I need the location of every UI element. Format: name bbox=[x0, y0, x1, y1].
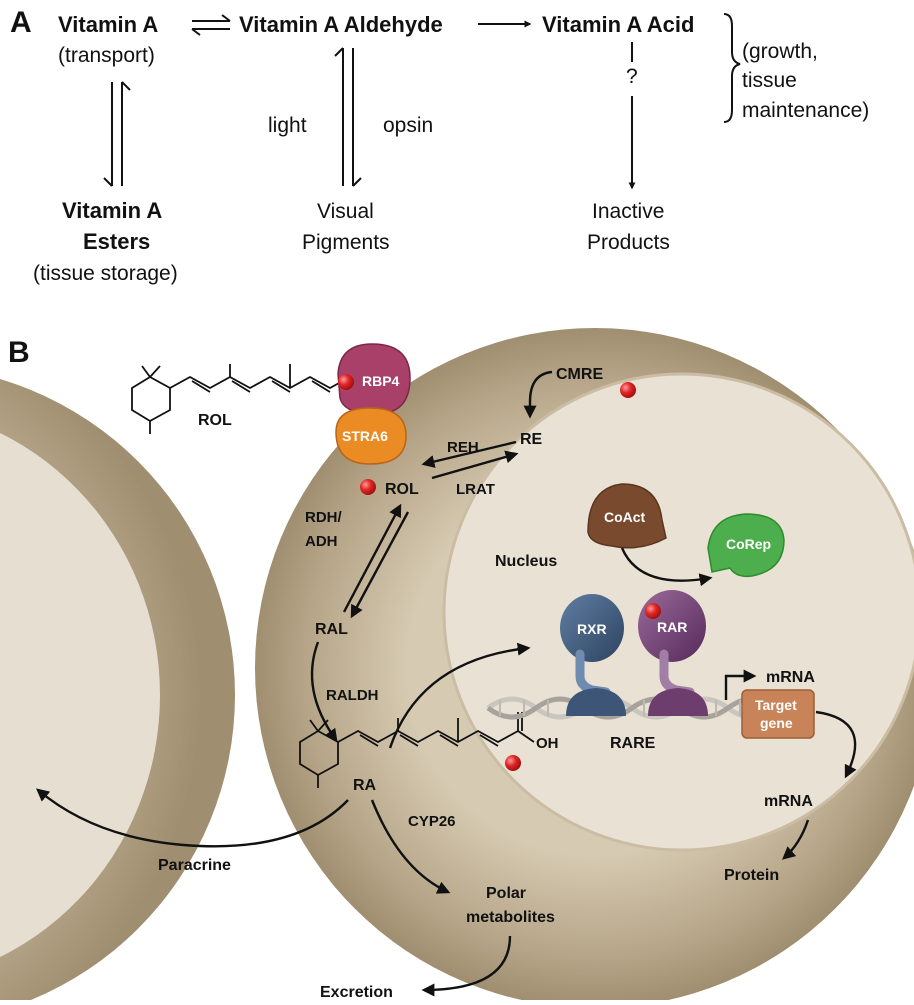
stra6-protein bbox=[335, 407, 407, 465]
target-gene-box bbox=[741, 689, 815, 739]
light-label: light bbox=[268, 114, 307, 137]
acid-note-growth: (growth, bbox=[742, 40, 818, 63]
excretion-label: Excretion bbox=[320, 984, 393, 1000]
cyp26-label: CYP26 bbox=[408, 813, 456, 830]
mrna-export-arrow bbox=[815, 710, 857, 779]
rxr-label: RXR bbox=[577, 621, 607, 637]
rol-cytosol-label: ROL bbox=[385, 481, 419, 498]
inactive-products-line2: Products bbox=[587, 231, 670, 254]
lrat-arrow bbox=[431, 450, 519, 480]
polar-metabolites-line1: Polar bbox=[486, 885, 526, 902]
esters-label-line1: Vitamin A bbox=[62, 198, 162, 223]
rxr-receptor bbox=[560, 594, 626, 716]
polar-metabolites-line2: metabolites bbox=[466, 909, 555, 926]
ral-label: RAL bbox=[315, 621, 348, 638]
retinyl-ester-label: RE bbox=[520, 431, 543, 448]
lrat-enzyme-label: LRAT bbox=[456, 481, 495, 498]
unknown-step-question: ? bbox=[626, 65, 638, 88]
paracrine-label: Paracrine bbox=[158, 857, 231, 874]
retinol-dot-cmre bbox=[620, 382, 636, 398]
retinol-dot-cytosol bbox=[360, 479, 376, 495]
acid-brace bbox=[723, 13, 741, 123]
neighbor-cell bbox=[0, 379, 235, 1005]
stra6-label: STRA6 bbox=[342, 428, 388, 444]
retinol-molecule-label: ROL bbox=[198, 412, 232, 429]
visual-pigments-line1: Visual bbox=[317, 200, 374, 223]
raldh-label: RALDH bbox=[326, 687, 379, 704]
cyp26-arrow bbox=[370, 799, 451, 894]
paracrine-arrow bbox=[36, 788, 349, 848]
rol-to-ral-arrow bbox=[350, 511, 410, 619]
ral-to-rol-arrow bbox=[342, 503, 402, 613]
visual-pigments-line2: Pigments bbox=[302, 231, 390, 254]
esters-tissue-storage-note: (tissue storage) bbox=[33, 262, 178, 285]
retinol-dot-ra bbox=[505, 755, 521, 771]
corepressor-protein bbox=[707, 513, 785, 578]
coact-replaces-corep-arrow bbox=[620, 547, 713, 587]
excretion-arrow bbox=[421, 935, 512, 997]
panel-a-letter: A bbox=[10, 6, 32, 39]
retinol-structure bbox=[131, 364, 351, 434]
nuclear-mrna-label: mRNA bbox=[766, 669, 815, 686]
vitamin-a-aldehyde-label: Vitamin A Aldehyde bbox=[239, 12, 443, 37]
transcription-start-arrow bbox=[724, 669, 757, 700]
cytoplasmic-mrna-label: mRNA bbox=[764, 793, 813, 810]
cmre-label: CMRE bbox=[556, 366, 603, 383]
reh-enzyme-label: REH bbox=[447, 439, 479, 456]
esters-label-line2: Esters bbox=[83, 229, 150, 254]
vitamin-a-label: Vitamin A bbox=[58, 12, 158, 37]
target-gene-line1: Target bbox=[755, 697, 797, 713]
rbp4-label: RBP4 bbox=[362, 373, 400, 389]
nucleus-label: Nucleus bbox=[495, 553, 557, 570]
rdh-label-line1: RDH/ bbox=[305, 509, 342, 526]
target-gene-line2: gene bbox=[760, 715, 793, 731]
protein-label: Protein bbox=[724, 867, 779, 884]
panel-b-letter: B bbox=[8, 336, 30, 369]
vitamin-a-transport-note: (transport) bbox=[58, 44, 155, 67]
inactive-products-line1: Inactive bbox=[592, 200, 664, 223]
vitamin-a-acid-label: Vitamin A Acid bbox=[542, 12, 694, 37]
ra-label: RA bbox=[353, 777, 377, 794]
ra-to-nucleus-arrow bbox=[388, 642, 531, 749]
ra-oh-group: OH bbox=[536, 735, 559, 752]
opsin-label: opsin bbox=[383, 114, 433, 137]
coact-label: CoAct bbox=[604, 509, 646, 525]
corep-label: CoRep bbox=[726, 536, 771, 552]
rare-label: RARE bbox=[610, 735, 656, 752]
reh-arrow bbox=[421, 440, 517, 468]
retinol-dot-rar bbox=[645, 603, 661, 619]
cmre-uptake-arrow bbox=[523, 370, 553, 419]
acid-note-tissue: tissue bbox=[742, 69, 797, 92]
rdh-label-line2: ADH bbox=[305, 533, 338, 550]
rar-label: RAR bbox=[657, 619, 687, 635]
coactivator-protein bbox=[587, 483, 667, 549]
equilibrium-arrow-a-aldehyde bbox=[191, 14, 231, 36]
equilibrium-arrow-aldehyde-pigments bbox=[334, 47, 362, 187]
acid-note-maintenance: maintenance) bbox=[742, 99, 869, 122]
retinol-dot-rbp4 bbox=[338, 374, 354, 390]
equilibrium-arrow-a-esters bbox=[103, 81, 131, 187]
ral-to-ra-arrow bbox=[310, 641, 338, 743]
translation-arrow bbox=[782, 819, 810, 860]
